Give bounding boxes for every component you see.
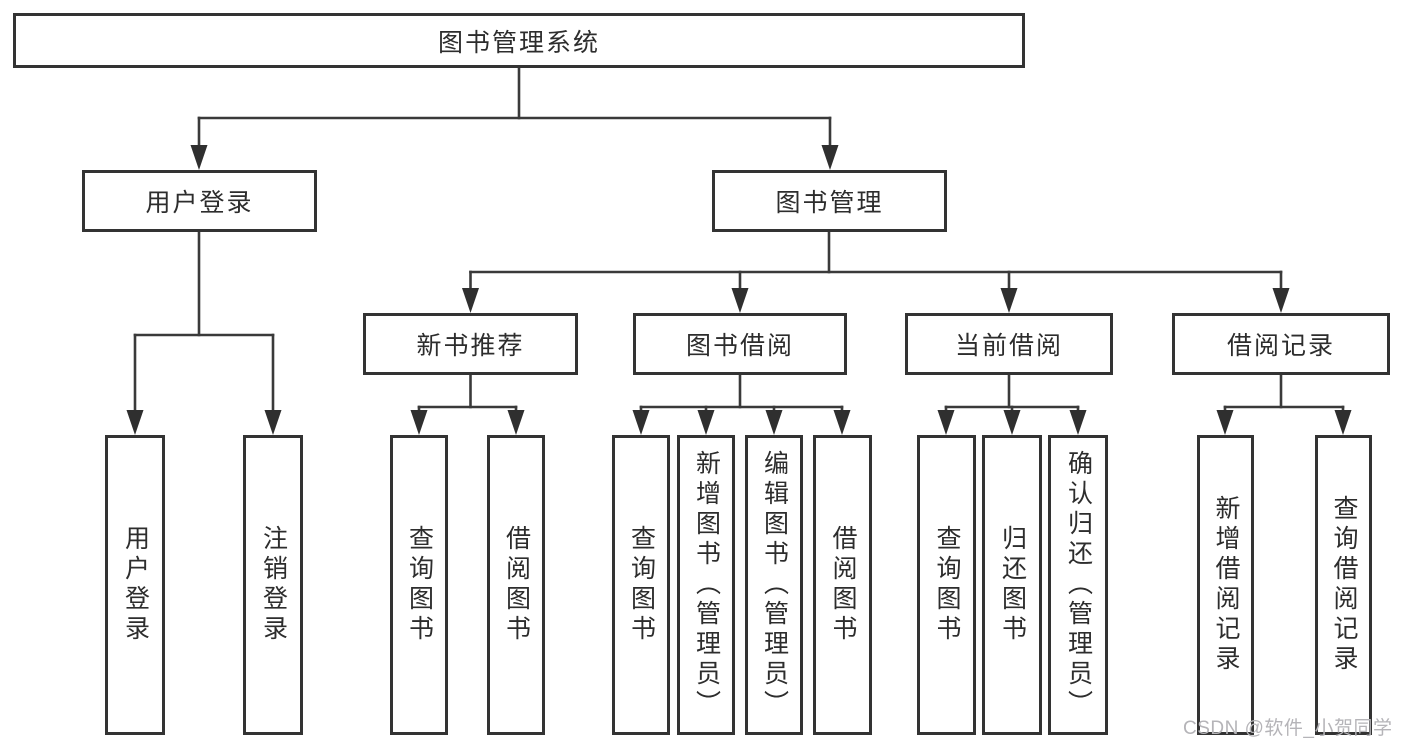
leaf-borrow-book-label: 借阅图书 — [829, 525, 857, 645]
node-book-borrow-label: 图书借阅 — [685, 332, 794, 360]
leaf-user-login-label: 用户登录 — [121, 525, 150, 645]
node-user-login-label: 用户登录 — [145, 189, 254, 217]
leaf-borrow-book: 借阅图书 — [813, 435, 872, 735]
leaf-add-book-admin-label: 新增图书（管理员） — [692, 450, 721, 720]
node-borrow-records-label: 借阅记录 — [1226, 332, 1335, 360]
node-borrow-records: 借阅记录 — [1172, 313, 1390, 375]
leaf-query-borrow-record-label: 查询借阅记录 — [1330, 495, 1358, 675]
node-root-label: 图书管理系统 — [437, 28, 600, 57]
leaf-query-books-recommend: 查询图书 — [390, 435, 448, 735]
leaf-query-borrow-record: 查询借阅记录 — [1315, 435, 1372, 735]
node-book-borrow: 图书借阅 — [633, 313, 847, 375]
leaf-logout: 注销登录 — [243, 435, 303, 735]
leaf-query-books-borrow-label: 查询图书 — [627, 525, 656, 645]
leaf-add-borrow-record: 新增借阅记录 — [1197, 435, 1254, 735]
leaf-query-books-borrow: 查询图书 — [612, 435, 670, 735]
leaf-add-borrow-record-label: 新增借阅记录 — [1212, 495, 1240, 675]
node-new-book-recommend-label: 新书推荐 — [416, 332, 525, 360]
node-new-book-recommend: 新书推荐 — [363, 313, 578, 375]
node-current-borrow-label: 当前借阅 — [954, 332, 1063, 360]
leaf-user-login: 用户登录 — [105, 435, 165, 735]
leaf-borrow-books-recommend: 借阅图书 — [487, 435, 545, 735]
node-book-management: 图书管理 — [712, 170, 947, 232]
leaf-return-book: 归还图书 — [982, 435, 1042, 735]
leaf-query-books-recommend-label: 查询图书 — [405, 525, 434, 645]
leaf-confirm-return-admin-label: 确认归还（管理员） — [1064, 450, 1093, 720]
leaf-query-books-current: 查询图书 — [917, 435, 976, 735]
watermark: CSDN @软件_小贺同学 — [1183, 718, 1393, 739]
leaf-add-book-admin: 新增图书（管理员） — [677, 435, 735, 735]
leaf-edit-book-admin: 编辑图书（管理员） — [745, 435, 803, 735]
leaf-query-books-current-label: 查询图书 — [933, 525, 961, 645]
leaf-borrow-books-recommend-label: 借阅图书 — [502, 525, 531, 645]
leaf-confirm-return-admin: 确认归还（管理员） — [1048, 435, 1108, 735]
node-book-management-label: 图书管理 — [775, 189, 884, 217]
node-user-login: 用户登录 — [82, 170, 317, 232]
node-current-borrow: 当前借阅 — [905, 313, 1113, 375]
node-root: 图书管理系统 — [13, 13, 1025, 68]
leaf-return-book-label: 归还图书 — [998, 525, 1027, 645]
leaf-edit-book-admin-label: 编辑图书（管理员） — [760, 450, 789, 720]
leaf-logout-label: 注销登录 — [259, 525, 288, 645]
